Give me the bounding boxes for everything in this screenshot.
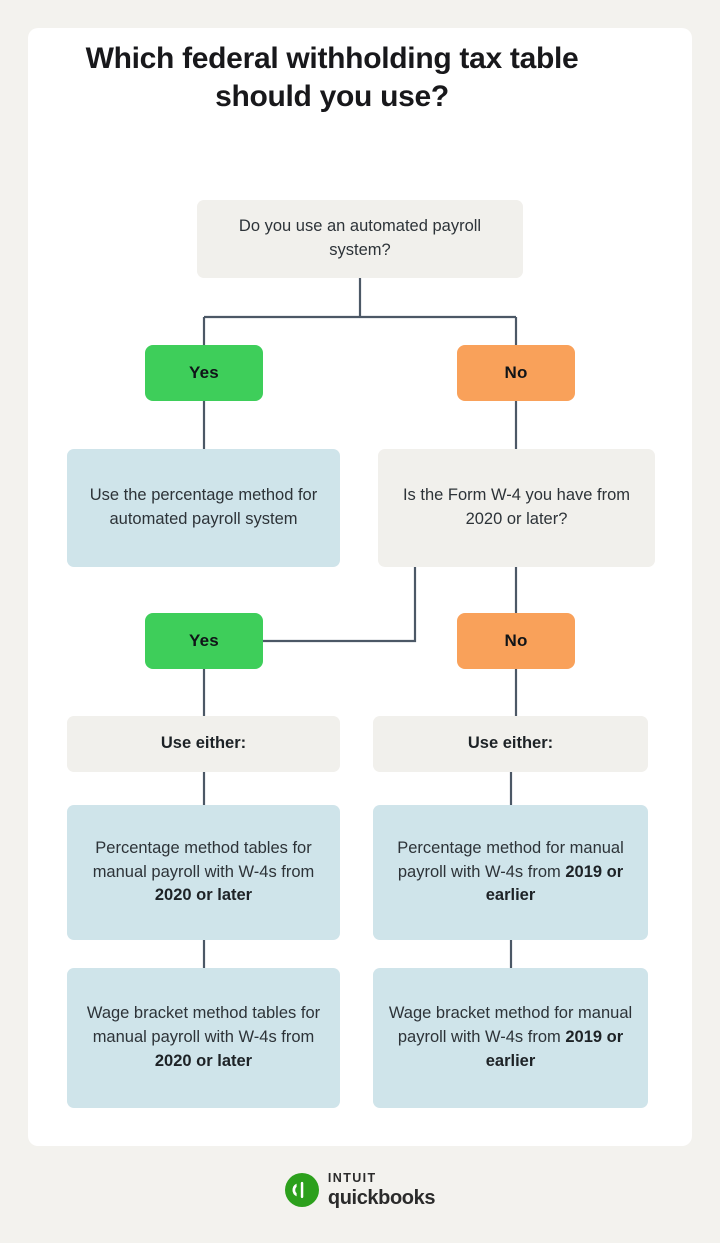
quickbooks-logo-icon: [284, 1172, 319, 1207]
logo-wordmark: INTUIT quickbooks: [327, 1171, 436, 1209]
result-wage-bracket-2020: Wage bracket method tables for manual pa…: [67, 968, 340, 1108]
decision-form-w4-year: Is the Form W-4 you have from 2020 or la…: [378, 449, 655, 567]
result-percentage-method-2019: Percentage method for manual payroll wit…: [373, 805, 648, 940]
result-text: Wage bracket method for manual payroll w…: [388, 1004, 633, 1070]
result-text: Percentage method tables for manual payr…: [92, 838, 315, 905]
result-wage-bracket-2019: Wage bracket method for manual payroll w…: [373, 968, 648, 1108]
branch-no-automated[interactable]: No: [457, 345, 575, 401]
use-either-header-left: Use either:: [67, 716, 340, 772]
footer-logo: INTUIT quickbooks: [0, 1172, 720, 1208]
result-emphasis: 2020 or later: [154, 1051, 253, 1070]
use-either-header-right: Use either:: [373, 716, 648, 772]
result-emphasis: 2019 or earlier: [485, 1028, 624, 1070]
result-emphasis: 2019 or earlier: [485, 862, 624, 905]
result-automated-percentage-method: Use the percentage method for automated …: [67, 449, 340, 567]
decision-automated-payroll: Do you use an automated payroll system?: [197, 200, 523, 278]
logo-intuit-text: INTUIT: [327, 1171, 377, 1185]
branch-yes-automated[interactable]: Yes: [145, 345, 263, 401]
result-text: Wage bracket method tables for manual pa…: [86, 1004, 321, 1070]
branch-yes-w4-2020[interactable]: Yes: [145, 613, 263, 669]
page-title: Which federal withholding tax table shou…: [85, 42, 579, 114]
logo-quickbooks-text: quickbooks: [327, 1186, 436, 1209]
result-percentage-method-2020: Percentage method tables for manual payr…: [67, 805, 340, 940]
branch-no-w4-2020[interactable]: No: [457, 613, 575, 669]
result-emphasis: 2020 or later: [154, 886, 253, 905]
result-text: Percentage method for manual payroll wit…: [397, 838, 624, 905]
